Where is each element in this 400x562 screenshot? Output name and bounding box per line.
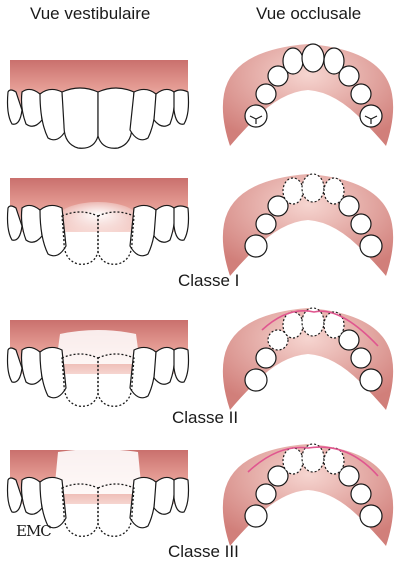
tooth [62,88,98,148]
tooth [283,312,303,338]
tooth [351,484,371,504]
tooth [174,478,189,512]
tooth [22,205,43,242]
tooth [351,214,371,234]
tooth [256,348,276,368]
tooth [130,477,156,527]
class-1-label: Classe I [178,271,239,291]
tooth [245,505,267,527]
tooth [174,90,189,124]
tooth [360,505,382,527]
vestibular-view-class-2 [0,320,195,420]
vestibular-view-normal [0,52,195,152]
tooth [40,205,66,255]
tooth [256,214,276,234]
tooth [154,89,175,126]
tooth [130,89,156,139]
occlusal-view-class-1 [218,166,398,278]
header-occlusal: Vue occlusale [256,4,361,24]
tooth [268,466,288,486]
header-vestibular: Vue vestibulaire [30,4,150,24]
tooth [268,330,288,350]
class-3-label: Classe III [168,542,239,562]
tooth [245,369,267,391]
occlusal-view-normal [218,36,398,148]
tooth [22,477,43,514]
tooth [339,66,359,86]
occlusal-view-class-3 [218,436,398,548]
tooth [324,178,344,204]
vestibular-view-class-1 [0,178,195,278]
tooth [40,347,66,397]
tooth [154,347,175,384]
tooth [256,84,276,104]
tooth [174,348,189,382]
tooth [360,235,382,257]
tooth [22,89,43,126]
emc-logo: EMC [16,522,51,540]
tooth [130,205,156,255]
tooth [302,44,324,72]
tooth [302,174,324,202]
tooth [154,477,175,514]
tooth [256,484,276,504]
tooth [154,205,175,242]
tooth [283,178,303,204]
tooth [351,348,371,368]
tooth [98,88,134,148]
tooth [360,369,382,391]
tooth [351,84,371,104]
tooth [174,206,189,240]
tooth [283,448,303,474]
tooth [130,347,156,397]
class-2-label: Classe II [172,408,238,428]
tooth [268,196,288,216]
tooth [283,48,303,74]
tooth [324,448,344,474]
tooth [245,235,267,257]
tooth [22,347,43,384]
tooth [40,477,66,527]
occlusal-view-class-2 [218,300,398,412]
